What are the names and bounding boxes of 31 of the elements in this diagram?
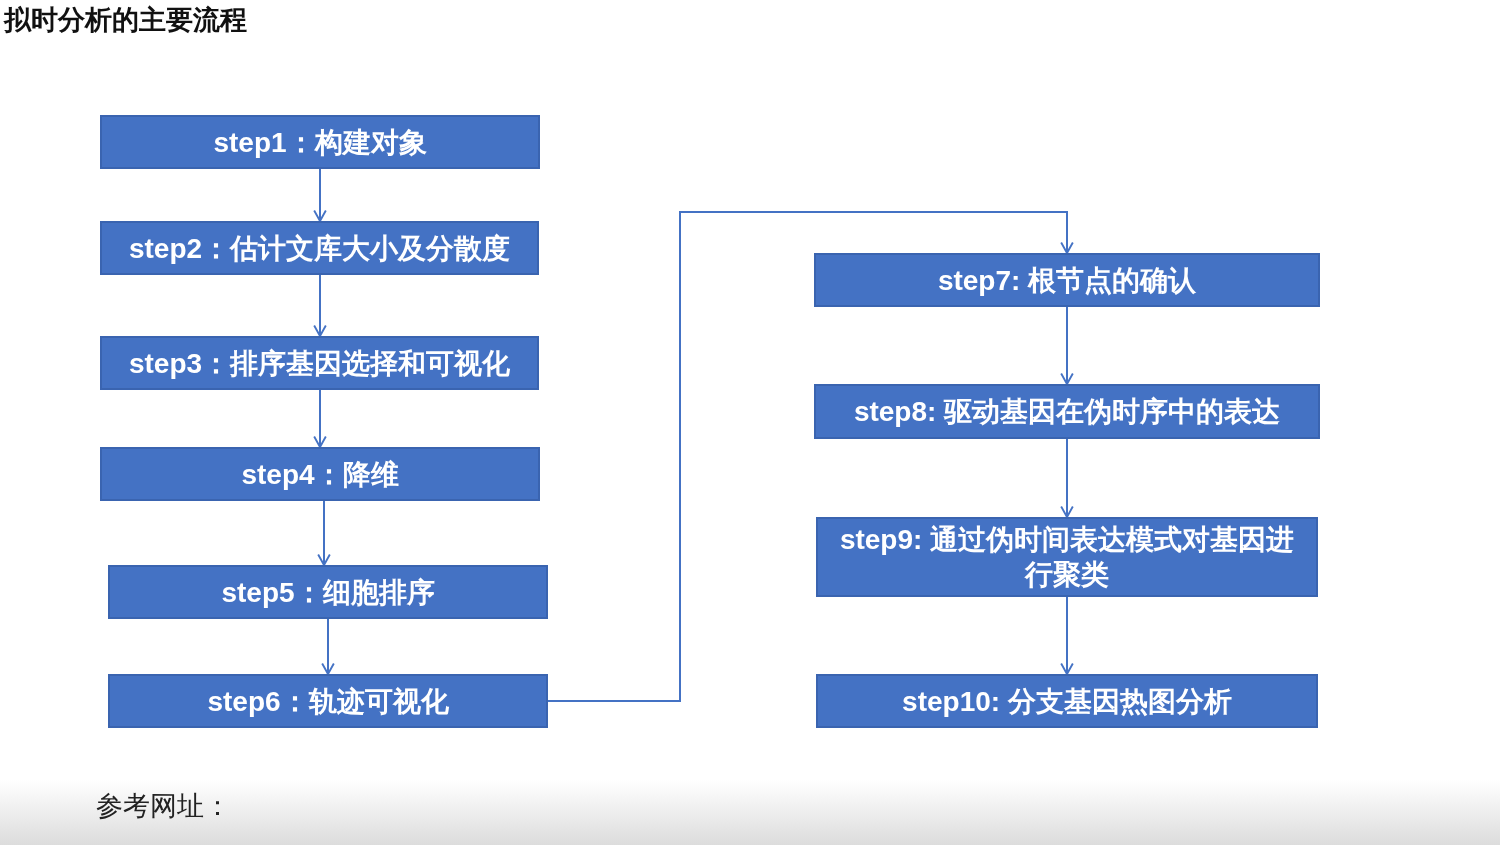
step-box <box>108 674 548 728</box>
step-label: step7: 根节点的确认 <box>936 263 1198 298</box>
arrow <box>547 211 1074 702</box>
step-box <box>814 253 1320 307</box>
arrow <box>317 500 331 566</box>
step-box <box>100 115 540 169</box>
arrow <box>321 618 335 675</box>
arrow <box>313 389 327 448</box>
arrow <box>1060 306 1074 385</box>
step-box <box>814 384 1320 439</box>
step-label: step10: 分支基因热图分析 <box>901 684 1233 719</box>
step-label: step2：估计文库大小及分散度 <box>127 231 512 266</box>
step-label: step4：降维 <box>240 457 400 492</box>
step-box <box>816 674 1318 728</box>
arrow <box>313 274 327 337</box>
arrow <box>1060 438 1074 518</box>
step-box <box>100 336 539 390</box>
step-label: step6：轨迹可视化 <box>206 684 450 719</box>
arrow <box>1060 596 1074 675</box>
step-box <box>816 517 1318 597</box>
step-box <box>100 221 539 275</box>
diagram-title: 拟时分析的主要流程 <box>4 4 247 37</box>
arrow <box>313 168 327 222</box>
step-label: step1：构建对象 <box>212 125 428 160</box>
step-label: step5：细胞排序 <box>220 575 436 610</box>
reference-label: 参考网址： <box>96 790 231 823</box>
step-box <box>100 447 540 501</box>
step-label: step3：排序基因选择和可视化 <box>127 346 512 381</box>
step-label: step8: 驱动基因在伪时序中的表达 <box>852 395 1282 429</box>
step-box <box>108 565 548 619</box>
step-label: step9: 通过伪时间表达模式对基因进行聚类 <box>838 523 1296 592</box>
